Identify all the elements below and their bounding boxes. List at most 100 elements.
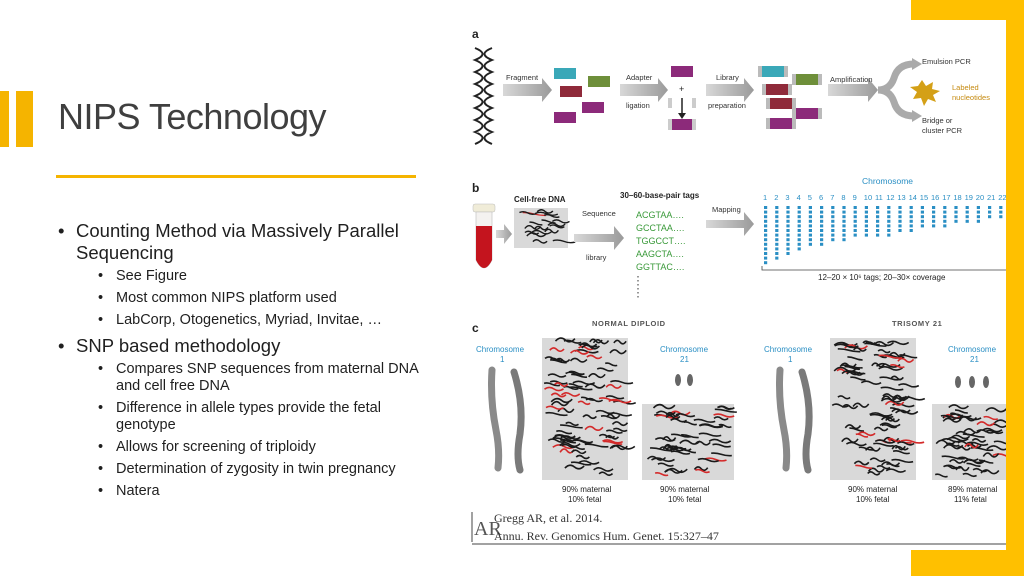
mapped-tag-dot [786, 233, 790, 237]
mapped-tag-dot [775, 224, 779, 228]
tag-sequence: GCCTAA…. [636, 223, 684, 233]
mapped-tag-dot [999, 210, 1003, 214]
chromosome-number: 22 [998, 193, 1006, 202]
mapped-tag-dot [898, 224, 902, 228]
maternal-read [571, 449, 587, 455]
mapped-tag-dot [842, 238, 846, 242]
mapped-tag-dot [853, 219, 857, 223]
maternal-read [568, 383, 583, 388]
mapped-tag-dot [864, 233, 868, 237]
mapped-tag-dot [876, 215, 880, 219]
mapped-tag-dot [920, 215, 924, 219]
maternal-read [948, 458, 964, 464]
maternal-read [584, 383, 606, 389]
label-tags-header: 30–60-base-pair tags [620, 191, 700, 200]
label-proportion: 90% maternal [848, 485, 898, 494]
mapped-tag-dot [864, 229, 868, 232]
chromosome-1-label-left: Chromosome 1 [476, 345, 525, 364]
maternal-read [564, 464, 585, 470]
mapped-tag-dot [920, 210, 924, 214]
maternal-read [544, 228, 559, 234]
maternal-read [552, 239, 576, 244]
maternal-read [873, 442, 894, 447]
mapped-tag-dot [820, 242, 824, 246]
maternal-read [888, 351, 906, 358]
maternal-read [713, 416, 729, 421]
maternal-read [985, 407, 1006, 413]
label-chromosome-word: Chromosome [476, 345, 525, 354]
fetal-read [976, 421, 995, 427]
mapped-tag-dot [887, 215, 891, 219]
chromosome-21-label-left: Chromosome 21 [660, 345, 709, 364]
mapped-tag-dot [943, 206, 947, 209]
maternal-read [881, 395, 898, 401]
mapped-tag-dot [775, 219, 779, 223]
label-emulsion-pcr: Emulsion PCR [922, 57, 971, 66]
maternal-read [940, 438, 962, 443]
label-proportion: 90% maternal [660, 485, 710, 494]
maternal-read [534, 225, 549, 231]
mapped-tag-dot [898, 229, 902, 232]
chromosome-number: 16 [931, 193, 939, 202]
maternal-read [547, 222, 566, 228]
fetal-read [560, 391, 581, 397]
mapped-tag-dot [920, 224, 924, 228]
mapped-tag-dot [853, 229, 857, 232]
mapped-tag-dot [887, 210, 891, 214]
mapped-tag-dot [820, 224, 824, 228]
maternal-read [874, 439, 896, 444]
fetal-read [544, 386, 564, 392]
maternal-read [560, 424, 583, 429]
maternal-read [844, 424, 862, 430]
maternal-read [890, 375, 904, 381]
citation-line-1: Gregg AR, et al. 2014. [494, 511, 602, 525]
mapped-tag-dot [820, 210, 824, 214]
fetal-read [598, 397, 620, 402]
maternal-read [698, 432, 722, 437]
maternal-read [605, 395, 625, 400]
sub-bullet-list: See Figure Most common NIPS platform use… [76, 268, 436, 329]
maternal-read [841, 364, 863, 369]
mapped-tag-dot [864, 206, 868, 209]
mapped-tag-dot [831, 210, 835, 214]
mapped-tag-dot [909, 215, 913, 219]
maternal-read [606, 429, 623, 434]
maternal-read [834, 343, 859, 349]
fetal-read [603, 440, 623, 445]
fetal-read [584, 425, 604, 431]
maternal-read [549, 224, 565, 229]
maternal-read [940, 414, 962, 420]
chromosome-number: 1 [763, 193, 767, 202]
maternal-read [956, 456, 979, 462]
maternal-read [681, 434, 699, 439]
maternal-read [611, 444, 636, 450]
mapped-tag-dot [909, 219, 913, 223]
maternal-read [593, 466, 614, 472]
fetal-read [890, 364, 905, 369]
mapped-tag-dot [999, 206, 1003, 209]
maternal-read [886, 462, 900, 468]
mapped-tag-dot [876, 206, 880, 209]
label-coverage: 12–20 × 10⁶ tags; 20–30× coverage [818, 273, 946, 282]
mapped-tag-dot [909, 229, 913, 232]
label-fragment: Fragment [506, 73, 539, 82]
mapped-tag-dot [887, 206, 891, 209]
fetal-read [897, 357, 915, 363]
mapped-tag-dot [976, 219, 980, 223]
mapped-tag-dot [820, 215, 824, 219]
fetal-read [545, 405, 564, 410]
mapped-tag-dot [887, 224, 891, 228]
maternal-read [547, 373, 567, 378]
chromosome-number: 3 [785, 193, 789, 202]
maternal-read [833, 366, 858, 373]
maternal-read [892, 450, 910, 455]
maternal-read [944, 464, 962, 469]
arrow-adapter [620, 78, 668, 102]
maternal-read [891, 458, 914, 464]
mapped-tag-dot [820, 238, 824, 242]
maternal-read [867, 470, 881, 476]
maternal-read [898, 383, 920, 388]
maternal-read [981, 427, 1003, 433]
panel-c-letter: c [472, 321, 479, 335]
